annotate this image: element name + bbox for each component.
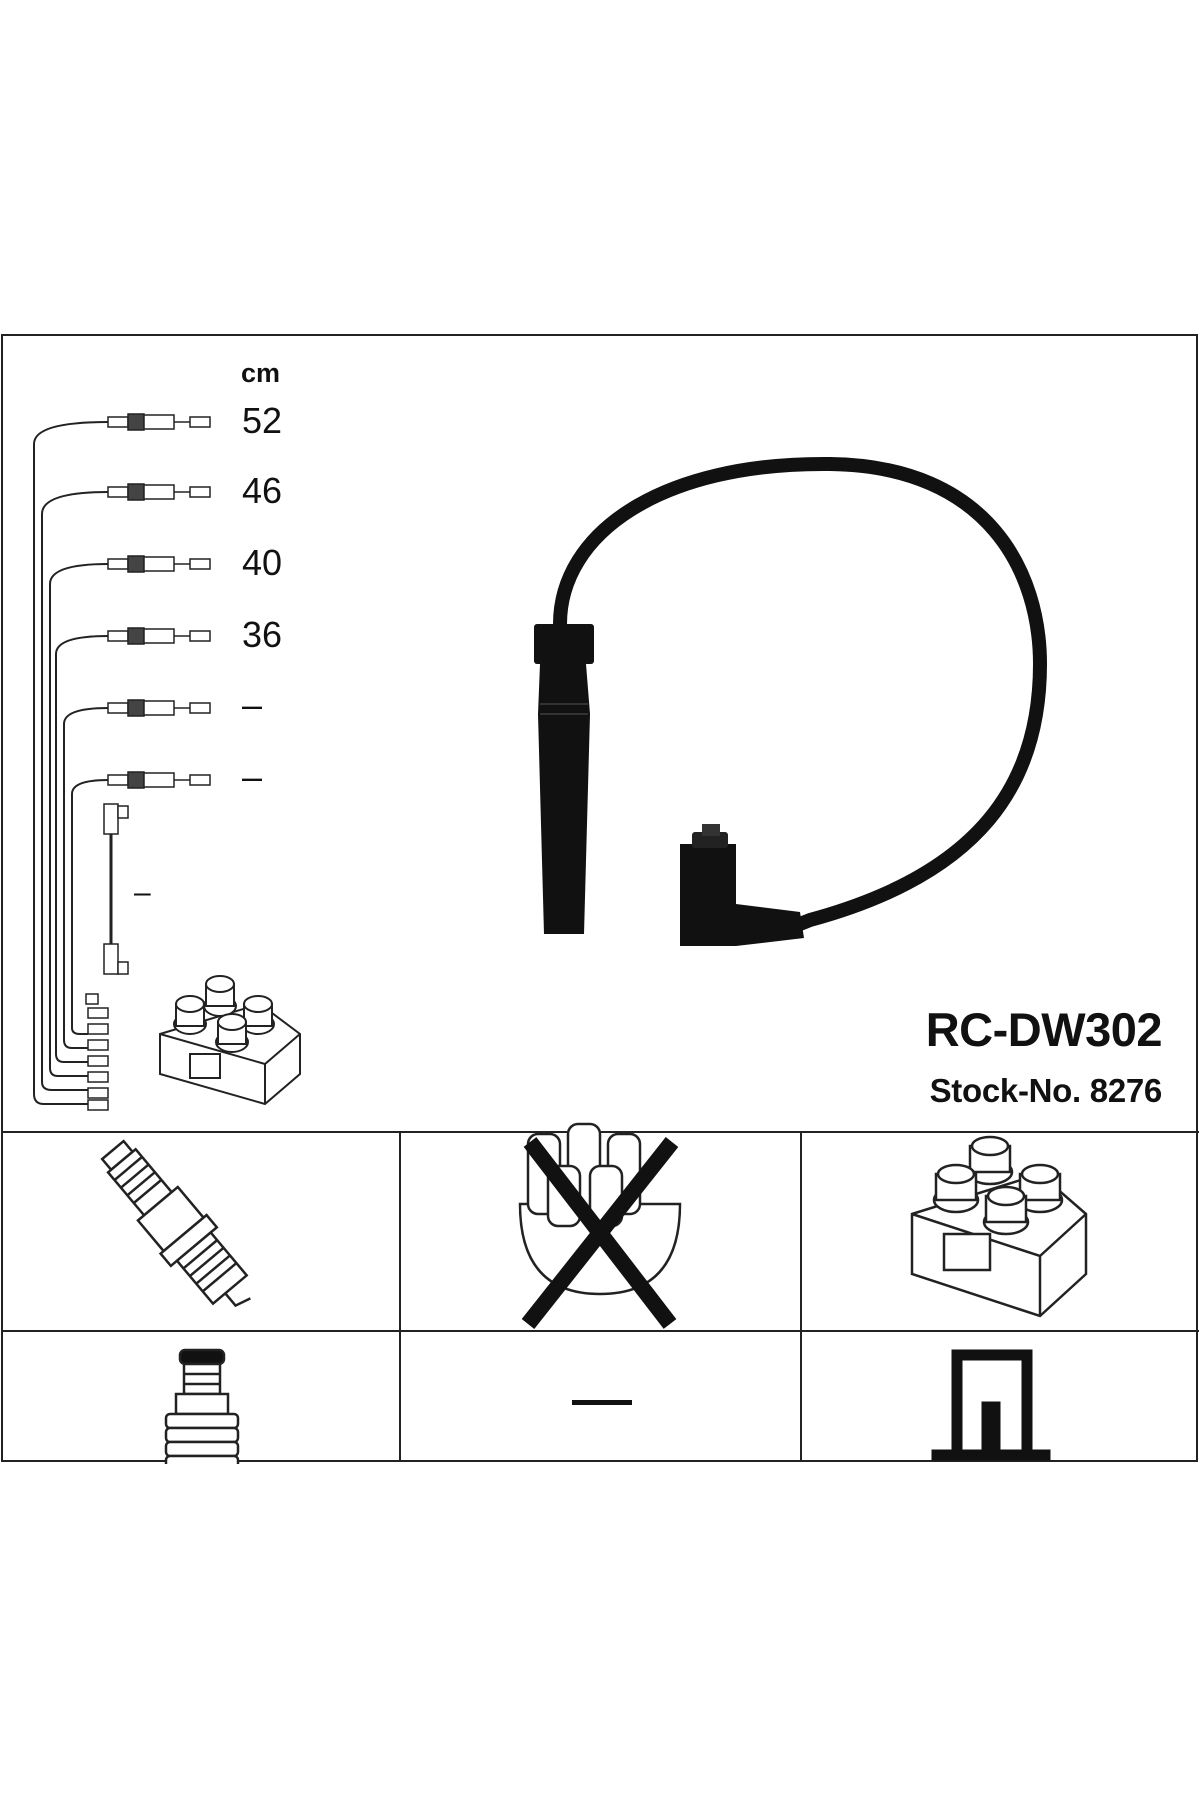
ignition-cable-icon bbox=[534, 456, 1048, 946]
sheet-frame bbox=[1, 334, 1198, 1462]
spark-plug-icon bbox=[100, 1139, 251, 1308]
no-component-dash bbox=[572, 1400, 632, 1405]
coil-terminal-icon bbox=[931, 1349, 1051, 1461]
distributor-cap-crossed-icon bbox=[518, 1122, 682, 1329]
lead-length-2: 46 bbox=[242, 470, 283, 511]
length-unit-label: cm bbox=[241, 358, 281, 388]
plug-boot-icon bbox=[164, 1348, 240, 1464]
lead-connector-3 bbox=[107, 555, 211, 573]
product-sheet: cm 52 46 40 36 – – – RC-DW302 Stock-No. … bbox=[0, 334, 1200, 1464]
cable-set-schematic bbox=[33, 421, 109, 1105]
lead-length-3: 40 bbox=[242, 542, 283, 583]
lead-length-4: 36 bbox=[242, 614, 283, 655]
coil-lead-drawing bbox=[103, 803, 129, 975]
product-model: RC-DW302 bbox=[925, 1003, 1163, 1056]
lead-connectors bbox=[85, 413, 211, 1111]
terminal-ends bbox=[85, 993, 109, 1111]
lead-connector-6 bbox=[107, 771, 211, 789]
small-coil-icon bbox=[159, 975, 301, 1106]
schematic-drawing bbox=[1, 413, 1199, 1464]
lead-length-1: 52 bbox=[242, 400, 283, 441]
lead-connector-2 bbox=[107, 483, 211, 501]
lead-connector-5 bbox=[107, 699, 211, 717]
lead-length-6: – bbox=[242, 756, 263, 797]
ignition-coil-icon bbox=[910, 1135, 1088, 1318]
lead-connector-1 bbox=[107, 413, 211, 431]
stock-number: Stock-No. 8276 bbox=[929, 1072, 1163, 1109]
lead-connector-4 bbox=[107, 627, 211, 645]
lead-length-5: – bbox=[242, 684, 263, 725]
coil-lead-length: – bbox=[134, 876, 151, 909]
